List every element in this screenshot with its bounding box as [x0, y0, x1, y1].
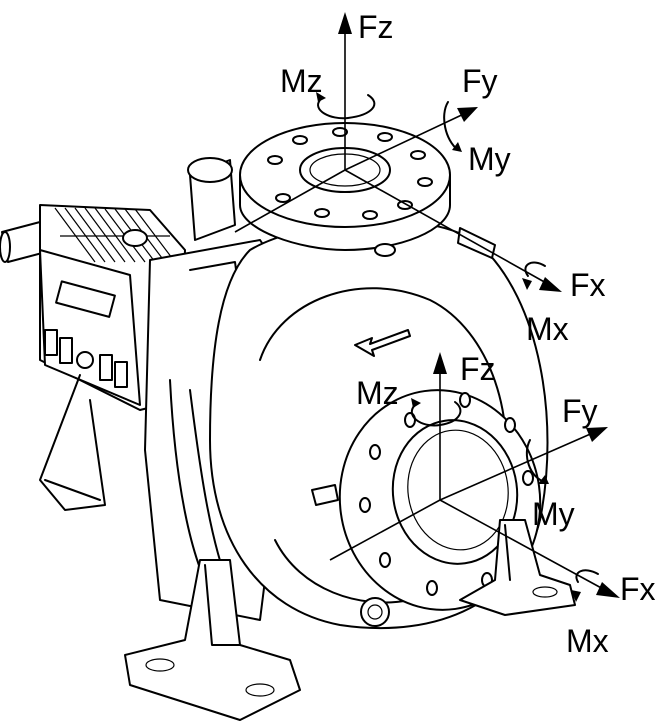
motor-assembly [0, 204, 186, 511]
discharge-fy-label: Fy [462, 63, 498, 99]
suction-fy-arrow-icon [586, 427, 608, 442]
suction-fy-label: Fy [562, 393, 598, 429]
discharge-bolt-holes [267, 127, 433, 220]
discharge-mx-curl-icon [524, 261, 546, 277]
discharge-my-label: My [468, 141, 511, 177]
suction-fx-label: Fx [620, 571, 656, 607]
suction-mz-curl-icon [410, 401, 462, 427]
suction-fx-arrow-icon [596, 582, 620, 598]
suction-fy-axis [439, 431, 596, 501]
discharge-mz-curl-icon [317, 94, 376, 120]
suction-mx-label: Mx [566, 623, 609, 659]
suction-mz-label: Mz [356, 375, 399, 411]
suction-mx-curl-icon [575, 569, 599, 583]
discharge-fx-axis [344, 169, 549, 285]
discharge-mz-label: Mz [280, 63, 323, 99]
discharge-fy-arrow-icon [457, 107, 478, 122]
discharge-nozzle [187, 122, 451, 257]
suction-fz-arrow-icon [433, 352, 447, 374]
suction-my-label: My [532, 496, 575, 532]
discharge-fz-label: Fz [358, 9, 394, 45]
discharge-fz-arrow-icon [338, 12, 352, 34]
discharge-mx-label: Mx [526, 311, 569, 347]
suction-axes [329, 352, 620, 602]
pump-feet [124, 519, 576, 721]
discharge-fx-arrow-icon [539, 277, 562, 292]
suction-fz-label: Fz [460, 351, 496, 387]
discharge-axes [234, 12, 562, 292]
load-labels: Fz Mz Fy My Fx Mx Fz Mz Fy My Fx Mx [280, 9, 656, 659]
discharge-my-curl-icon [443, 101, 459, 151]
discharge-fx-label: Fx [570, 267, 606, 303]
discharge-fy-axis [344, 111, 469, 171]
